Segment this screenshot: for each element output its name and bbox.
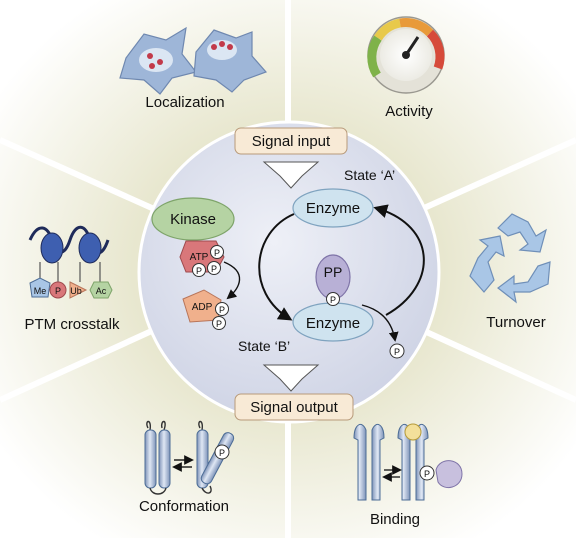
- svg-text:P: P: [211, 264, 217, 274]
- binding-phosphate: P: [424, 469, 430, 479]
- ptm-ub-label: Ub: [70, 286, 82, 296]
- atp-to-adp-arrow: [223, 261, 241, 300]
- state-b-label: State ‘B’: [238, 338, 290, 354]
- ptm-p-label: P: [55, 286, 61, 296]
- conformation-phosphate: P: [219, 448, 225, 458]
- phosphate-release-arrow: [361, 304, 399, 342]
- localization-icon: [119, 26, 268, 95]
- signal-output-label: Signal output: [250, 399, 338, 416]
- turnover-label: Turnover: [486, 314, 545, 331]
- signal-output-arrow: [262, 364, 320, 392]
- recycle-icon: [469, 213, 551, 304]
- svg-text:P: P: [216, 319, 222, 329]
- gauge-icon: [367, 16, 445, 94]
- ptm-ac-label: Ac: [96, 286, 107, 296]
- enzyme-phosphate: [326, 292, 340, 306]
- ptm-crosstalk-icon: [28, 225, 113, 299]
- signal-input-box: [234, 127, 348, 155]
- pp-label: PP: [324, 264, 343, 280]
- svg-text:P: P: [196, 266, 202, 276]
- enzyme-bottom-label: Enzyme: [306, 315, 360, 332]
- state-a-label: State ‘A’: [344, 167, 395, 183]
- svg-text:P: P: [214, 248, 220, 258]
- conformation-label: Conformation: [139, 498, 229, 515]
- kinase-label: Kinase: [170, 211, 216, 228]
- free-phosphate: [389, 343, 405, 359]
- dephosphorylation-arrow: [373, 204, 425, 316]
- enzyme-state-a: [292, 188, 374, 228]
- signal-input-label: Signal input: [252, 133, 331, 150]
- phosphorylation-arrow: [258, 213, 295, 321]
- svg-text:P: P: [330, 295, 336, 305]
- svg-text:P: P: [219, 305, 225, 315]
- localization-label: Localization: [145, 94, 224, 111]
- conformation-icon: [144, 420, 235, 495]
- signal-output-box: [234, 393, 354, 421]
- ptm-crosstalk-label: PTM crosstalk: [24, 316, 120, 333]
- activity-label: Activity: [385, 103, 433, 120]
- svg-text:P: P: [394, 347, 400, 357]
- kinase: [151, 197, 235, 241]
- binding-icon: [353, 423, 463, 501]
- adp-label: ADP: [192, 302, 213, 313]
- atp-phosphates: P P P: [192, 245, 224, 277]
- atp-label: ATP: [190, 252, 209, 263]
- adp-phosphates: P P: [212, 302, 229, 330]
- binding-label: Binding: [370, 511, 420, 528]
- signal-input-arrow: [262, 161, 320, 189]
- ptm-me-label: Me: [34, 286, 47, 296]
- enzyme-top-label: Enzyme: [306, 200, 360, 217]
